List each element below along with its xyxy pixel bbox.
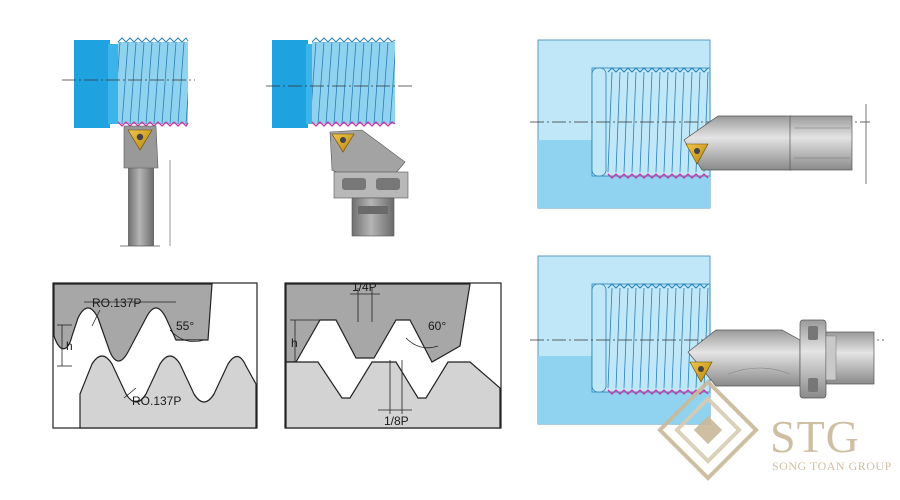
- angle-arc: [405, 337, 439, 349]
- height-label: h: [66, 339, 73, 353]
- radius-top-label: RO.137P: [92, 296, 141, 310]
- thread-crest-top: [117, 37, 189, 43]
- chuck-jaw: [74, 40, 110, 128]
- thread-lines: [607, 287, 709, 389]
- head-contour: [727, 367, 791, 375]
- chuck-collar: [108, 44, 120, 124]
- thread-lines: [118, 41, 188, 125]
- external-threading-straight-holder: [62, 37, 195, 247]
- shank-neck: [358, 206, 388, 214]
- root-label: 1/8P: [384, 414, 409, 428]
- chuck-collar: [306, 44, 316, 124]
- bar-holder: [789, 115, 853, 171]
- clamp-slot-icon: [342, 178, 366, 190]
- thread-crest-top: [607, 283, 709, 289]
- threaded-workpiece: [118, 42, 188, 124]
- thread-crest-top: [311, 37, 396, 43]
- logo-tagline: SONG TOAN GROUP: [772, 459, 892, 473]
- height-label: h: [291, 336, 298, 350]
- flange-slot-icon: [808, 378, 818, 392]
- workpiece-profile-light: [79, 355, 257, 429]
- radius-leader: [91, 309, 101, 327]
- external-threading-modular-holder: [266, 37, 412, 237]
- angle-arc: [169, 329, 205, 343]
- crest-label: 1/4P: [352, 280, 377, 294]
- thread-profile-55-panel: RO.137P 55° h RO.137P: [52, 282, 258, 429]
- radius-leader: [123, 387, 137, 399]
- thread-crest-top: [607, 67, 709, 73]
- logo-brand: STG: [770, 411, 860, 462]
- insert-screw-icon: [694, 148, 700, 154]
- thread-root-bottom: [311, 121, 396, 127]
- insert-screw-icon: [340, 137, 346, 143]
- modular-shank: [351, 197, 395, 237]
- thread-root-bottom: [607, 173, 709, 179]
- thread-profile-60-panel: 1/4P 60° h 1/8P: [284, 280, 502, 429]
- angle-label: 60°: [428, 319, 446, 333]
- internal-threading-top-panel: [530, 39, 870, 209]
- thread-lines: [312, 41, 395, 125]
- insert-screw-icon: [698, 366, 704, 372]
- insert-screw-icon: [136, 133, 144, 141]
- taper-collar: [825, 335, 837, 381]
- thread-root-bottom: [607, 389, 709, 395]
- workpiece-profile-light: [285, 361, 501, 429]
- angle-label: 55°: [176, 319, 194, 333]
- bore-chamfer: [591, 283, 607, 393]
- threaded-workpiece: [312, 42, 395, 124]
- flange-slot-icon: [808, 326, 818, 340]
- tool-profile-dark: [53, 283, 213, 362]
- tool-shank: [128, 156, 154, 246]
- company-logo: STG SONG TOAN GROUP: [657, 379, 892, 481]
- radius-bottom-label: RO.137P: [132, 394, 181, 408]
- internal-threading-bottom-panel: [530, 255, 884, 425]
- logo-mark-icon: [657, 379, 759, 481]
- clamp-slot-icon: [376, 178, 400, 190]
- chuck-jaw: [272, 40, 308, 128]
